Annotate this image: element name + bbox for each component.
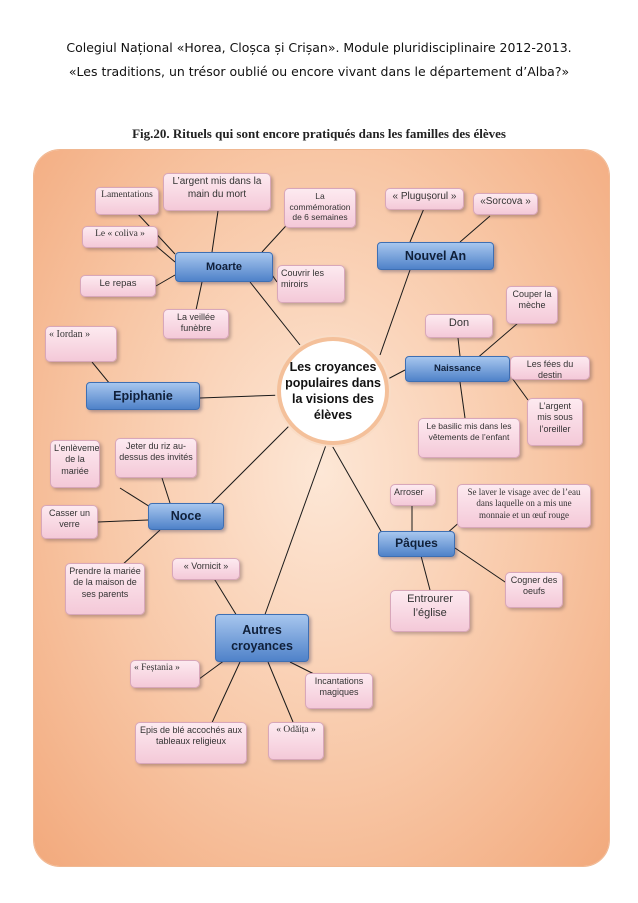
leaf-text: « Iordan » — [49, 329, 91, 340]
leaf-argent-oreiller: L’argent mis sous l’oreiller — [527, 398, 583, 446]
leaf-text: Jeter du riz au-dessus des invités — [119, 441, 193, 463]
node-moarte-label: Moarte — [205, 260, 243, 273]
leaf-text: « Odăița » — [276, 725, 316, 735]
leaf-veillee: La veillée funèbre — [163, 309, 229, 339]
leaf-text: Casser un verre — [48, 508, 91, 530]
leaf-repas: Le repas — [80, 275, 156, 297]
node-epiphanie-label: Epiphanie — [113, 388, 173, 403]
node-paques-label: Pâques — [395, 536, 438, 551]
leaf-vornicit: « Vornicit » — [172, 558, 240, 580]
leaf-riz: Jeter du riz au-dessus des invités — [115, 438, 197, 478]
node-epiphanie: Epiphanie — [86, 382, 200, 410]
header-line-1: Colegiul Național «Horea, Cloșca și Criș… — [66, 40, 572, 55]
leaf-text: Couper la mèche — [512, 289, 552, 311]
leaf-text: Epis de blé accochés aux tableaux religi… — [139, 725, 243, 747]
leaf-text: Couvrir les miroirs — [281, 268, 325, 290]
figure-caption: Fig.20. Rituels qui sont encore pratiqué… — [132, 126, 506, 141]
leaf-text: « Feștania » — [134, 663, 180, 673]
leaf-enlevement: L’enlèvement de la mariée — [50, 440, 100, 488]
leaf-text: Arroser — [394, 487, 424, 497]
leaf-coliva: Le « coliva » — [82, 226, 158, 248]
leaf-text: Le repas — [99, 278, 137, 289]
node-autres-label: Autres croyances — [231, 622, 293, 653]
leaf-cogner-oeufs: Cogner des oeufs — [505, 572, 563, 608]
node-autres-croyances: Autres croyances — [215, 614, 309, 662]
leaf-arroser: Arroser — [390, 484, 436, 506]
node-noce: Noce — [148, 503, 224, 530]
leaf-fees-destin: Les fées du destin — [510, 356, 590, 380]
leaf-text: L’argent mis dans la main du mort — [172, 176, 262, 200]
node-noce-label: Noce — [170, 509, 202, 524]
leaf-prendre-mariee: Prendre la mariée de la maison de ses pa… — [65, 563, 145, 615]
leaf-festania: « Feștania » — [130, 660, 200, 688]
leaf-text: Le « coliva » — [95, 229, 145, 239]
leaf-text: L’enlèvement de la mariée — [54, 443, 100, 476]
leaf-text: Incantations magiques — [314, 676, 364, 698]
leaf-incantations: Incantations magiques — [305, 673, 373, 709]
node-naissance: Naissance — [405, 356, 510, 382]
leaf-argent-mort: L’argent mis dans la main du mort — [163, 173, 271, 211]
header-line-2: «Les traditions, un trésor oublié ou enc… — [68, 64, 570, 79]
node-moarte: Moarte — [175, 252, 273, 282]
leaf-odaita: « Odăița » — [268, 722, 324, 760]
leaf-basilic: Le basilic mis dans les vêtements de l’e… — [418, 418, 520, 458]
leaf-text: « Plugușorul » — [392, 191, 457, 202]
leaf-text: Cogner des oeufs — [510, 575, 558, 597]
leaf-text: La veillée funèbre — [176, 312, 216, 334]
leaf-laver-visage: Se laver le visage avec de l’eau dans la… — [457, 484, 591, 528]
leaf-don: Don — [425, 314, 493, 338]
central-concept-label: Les croyances populaires dans la visions… — [285, 359, 381, 423]
leaf-text: Prendre la mariée de la maison de ses pa… — [69, 566, 141, 599]
leaf-lamentations: Lamentations — [95, 187, 159, 215]
leaf-text: La commémoration de 6 semaines — [289, 191, 351, 223]
leaf-text: Don — [448, 317, 470, 329]
leaf-commemoration: La commémoration de 6 semaines — [284, 188, 356, 228]
node-naissance-label: Naissance — [433, 362, 481, 374]
node-nouvel-an-label: Nouvel An — [404, 248, 467, 263]
leaf-entrourer: Entrourer l’église — [390, 590, 470, 632]
leaf-text: Les fées du destin — [526, 359, 574, 380]
leaf-iordan: « Iordan » — [45, 326, 117, 362]
leaf-epis: Epis de blé accochés aux tableaux religi… — [135, 722, 247, 764]
node-nouvel-an: Nouvel An — [377, 242, 494, 270]
leaf-plugusorul: « Plugușorul » — [385, 188, 464, 210]
leaf-couper-meche: Couper la mèche — [506, 286, 558, 324]
central-concept: Les croyances populaires dans la visions… — [277, 337, 389, 445]
leaf-text: Entrourer l’église — [407, 593, 453, 619]
leaf-text: Se laver le visage avec de l’eau dans la… — [467, 487, 581, 520]
leaf-text: «Sorcova » — [480, 196, 531, 207]
leaf-sorcova: «Sorcova » — [473, 193, 538, 215]
leaf-casser-verre: Casser un verre — [41, 505, 98, 539]
node-paques: Pâques — [378, 531, 455, 557]
leaf-text: Lamentations — [101, 190, 153, 200]
leaf-text: Le basilic mis dans les vêtements de l’e… — [426, 421, 512, 442]
leaf-text: « Vornicit » — [183, 561, 229, 571]
leaf-couvrir-miroirs: Couvrir les miroirs — [277, 265, 345, 303]
leaf-text: L’argent mis sous l’oreiller — [537, 401, 573, 434]
